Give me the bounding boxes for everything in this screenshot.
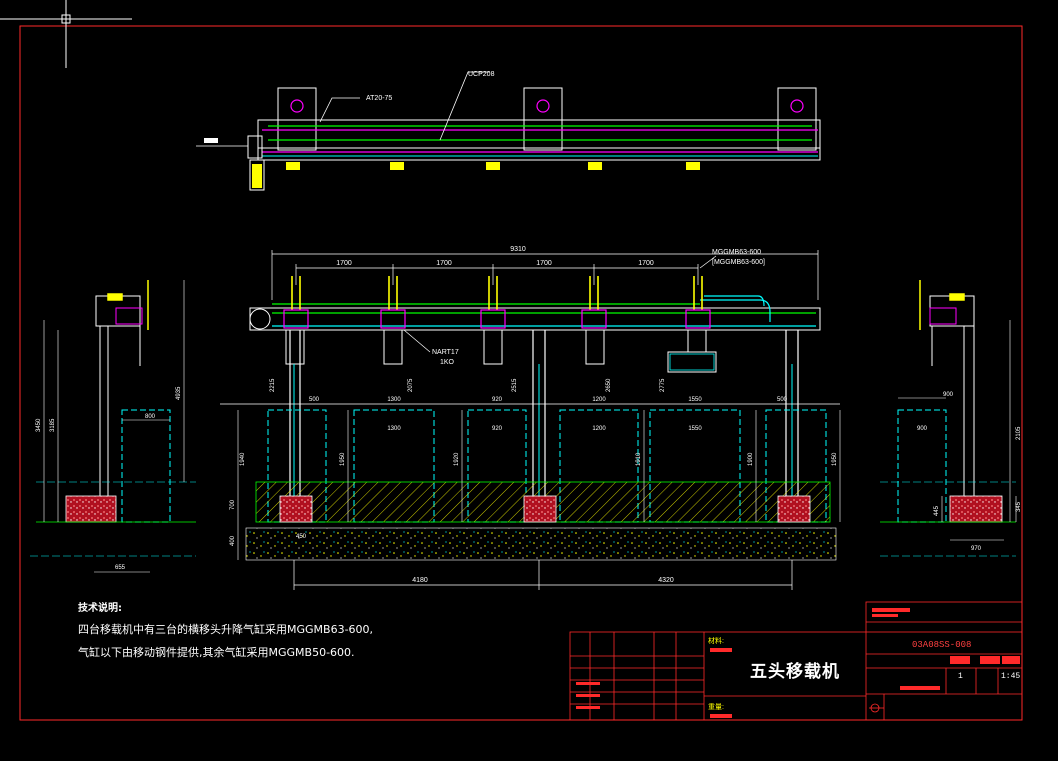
crosshair-cursor-icon bbox=[0, 0, 132, 68]
dim-pitch-3: 1700 bbox=[536, 260, 552, 267]
right-side-view: 2105 900 900 970 445 345 bbox=[880, 280, 1022, 557]
title-block bbox=[569, 601, 1023, 721]
dim-height-1: 1940 bbox=[240, 452, 246, 466]
dim-lower-w5: 1550 bbox=[688, 397, 702, 403]
dim-pitch-1: 1700 bbox=[336, 260, 352, 267]
dim-side-right: 2105 bbox=[1016, 426, 1022, 440]
footing-1 bbox=[279, 495, 313, 523]
dim-lower-w1: 500 bbox=[309, 397, 320, 403]
dim-height-5: 1900 bbox=[748, 452, 754, 466]
dim-height-2: 1950 bbox=[340, 452, 346, 466]
footing-2 bbox=[523, 495, 557, 523]
dim-bottom-right: 4320 bbox=[658, 577, 674, 584]
title-block-stamps bbox=[576, 608, 1020, 718]
dim-overall: 9310 bbox=[510, 246, 526, 253]
compass-icon bbox=[869, 703, 884, 713]
callout-bearing-1: NART17 bbox=[432, 349, 459, 356]
dim-lower-w3: 920 bbox=[492, 397, 503, 403]
dim-floor-2: 400 bbox=[230, 535, 236, 546]
dim-height-6: 1950 bbox=[832, 452, 838, 466]
dim-left-foot: 450 bbox=[296, 534, 307, 540]
dim-side-left-2: 3185 bbox=[50, 418, 56, 432]
dim-offset-3: 2515 bbox=[512, 378, 518, 392]
dim-box-2: 920 bbox=[492, 426, 503, 432]
dim-right-width-top: 900 bbox=[943, 392, 954, 398]
drawing-number: 03A08SS-008 bbox=[912, 640, 972, 650]
notes-line-2: 气缸以下由移动钢件提供,其余气缸采用MGGMB50-600. bbox=[78, 646, 355, 659]
callout-top-left: AT20-75 bbox=[366, 95, 392, 102]
dim-box-1: 1300 bbox=[387, 426, 401, 432]
dim-side-left-1: 3450 bbox=[36, 418, 42, 432]
dim-pitch-2: 1700 bbox=[436, 260, 452, 267]
dim-left-width: 800 bbox=[145, 414, 156, 420]
dim-offset-5: 2775 bbox=[660, 378, 666, 392]
notes-line-1: 四台移载机中有三台的横移头升降气缸采用MGGMB63-600, bbox=[78, 623, 374, 636]
dim-side-left-3: 4935 bbox=[176, 386, 182, 400]
gravel-bed bbox=[245, 527, 837, 561]
dim-right-foot-2: 345 bbox=[1016, 501, 1022, 512]
dim-right-base: 970 bbox=[971, 546, 982, 552]
front-elevation-view: 9310 1700 1700 1700 1700 MGGMB63-600 [MG… bbox=[220, 246, 841, 590]
drawing-title: 五头移载机 bbox=[750, 662, 840, 682]
top-plan-view: AT20-75 UCP208 bbox=[196, 71, 821, 191]
dim-offset-2: 2075 bbox=[408, 378, 414, 392]
technical-notes: 技术说明: 四台移载机中有三台的横移头升降气缸采用MGGMB63-600, 气缸… bbox=[78, 599, 373, 660]
dim-right-width: 900 bbox=[917, 426, 928, 432]
drawing-scale: 1:45 bbox=[1001, 672, 1021, 681]
drawing-border bbox=[19, 25, 1023, 721]
footing-3 bbox=[777, 495, 811, 523]
sheet-number: 1 bbox=[958, 672, 963, 681]
dim-bottom-left: 4180 bbox=[412, 577, 428, 584]
callout-cylinder-1: MGGMB63-600 bbox=[712, 249, 761, 256]
dim-lower-w6: 500 bbox=[777, 397, 788, 403]
dim-height-4: 1910 bbox=[636, 452, 642, 466]
dim-offset-1: 2215 bbox=[270, 378, 276, 392]
dim-pitch-4: 1700 bbox=[638, 260, 654, 267]
left-side-view: 3450 3185 4935 800 655 bbox=[30, 280, 196, 573]
callout-top-mid: UCP208 bbox=[468, 71, 495, 78]
notes-heading: 技术说明: bbox=[78, 603, 122, 614]
dim-left-base: 655 bbox=[115, 565, 126, 571]
dim-offset-4: 2650 bbox=[606, 378, 612, 392]
dim-lower-w4: 1200 bbox=[592, 397, 606, 403]
dim-height-3: 1920 bbox=[454, 452, 460, 466]
dim-box-4: 1550 bbox=[688, 426, 702, 432]
dim-box-3: 1200 bbox=[592, 426, 606, 432]
callout-bearing-2: 1KO bbox=[440, 359, 455, 366]
dim-right-foot-1: 445 bbox=[934, 505, 940, 516]
callout-cylinder-2: [MGGMB63-600] bbox=[712, 259, 765, 266]
label-material: 材料: bbox=[708, 636, 724, 645]
label-weight: 重量: bbox=[708, 703, 724, 711]
dim-floor-1: 700 bbox=[230, 499, 236, 510]
dim-lower-w2: 1300 bbox=[387, 397, 401, 403]
